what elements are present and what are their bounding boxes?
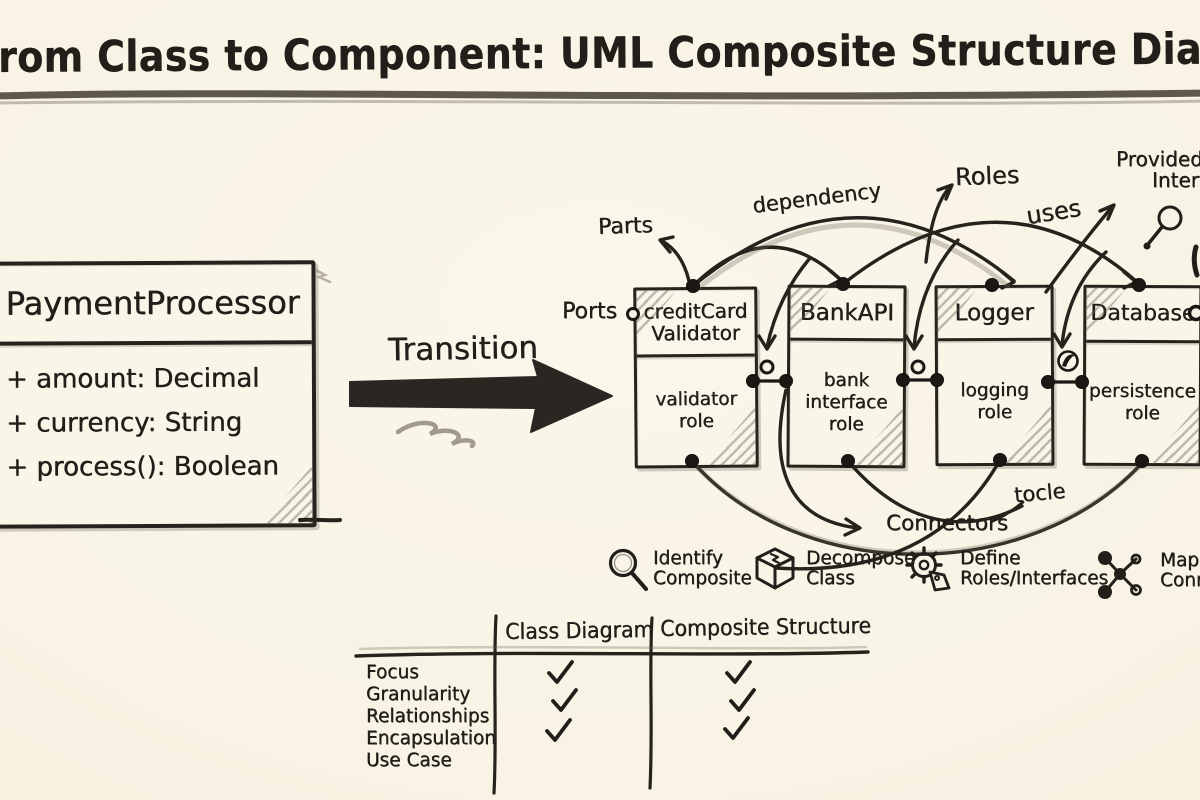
title-underline [0,93,1200,103]
arrowhead [906,336,922,349]
dependency-arc [693,218,1014,286]
transition-label: Transition [387,329,539,369]
arrowhead [759,336,775,349]
lollipop-circle [761,361,773,373]
component-role: validator role [655,388,738,433]
arrowhead [938,185,952,199]
lollipop-circle [912,361,924,373]
bottom-connectors [692,390,1142,569]
check-class-granularity [553,690,576,710]
pencil-scribbles [300,270,473,520]
table-row-relationships: Relationships [366,706,490,727]
connector-arc-1-4 [692,461,1142,554]
class-member: + currency: String [6,407,243,439]
check-class-focus [549,662,572,682]
check-composite-focus [727,662,750,682]
check-composite-encapsulation [725,718,748,738]
class-box-payment-processor: PaymentProcessor + amount: Decimal + cur… [0,260,317,529]
table-row-use-case: Use Case [366,750,452,771]
step-line1: Define [960,548,1021,569]
check-composite-granularity [731,690,754,710]
step-line2: Roles/Interfaces [960,567,1109,589]
parts-label: Parts [597,213,654,240]
component-database: Database persistence role [1082,284,1200,467]
tocle-label: tocle [1013,478,1067,508]
cube-icon [750,545,800,599]
network-icon [1096,547,1148,601]
step-line2: Class [806,567,855,589]
arrowhead [829,270,841,286]
provided-label-line2: Interf [1152,168,1200,192]
roles-label: Roles [954,160,1020,192]
arrowhead [660,237,673,252]
lollipop-magnifier-icon [1143,207,1198,275]
uses-label: uses [1024,193,1083,231]
check-marks [547,662,754,740]
step-define-roles-interfaces: Define Roles/Interfaces [960,549,1108,588]
component-logger: Logger logging role [934,284,1055,467]
leaf-circle-symbol [1059,352,1078,371]
dependency-label: dependency [751,178,883,218]
step-line1: Map [1160,550,1200,571]
table-header-class-diagram: Class Diagram [505,617,654,645]
arc-box2-box4 [843,222,1136,284]
table-hline [356,652,868,656]
provided-label-line1: Provided/R [1116,147,1200,171]
step-identify-composite: Identify Composite [653,549,752,588]
component-role: bank interface role [805,369,888,436]
component-creditcard-validator: creditCard Validator validator role [633,286,759,469]
page-title: From Class to Component: UML Composite S… [0,23,1200,83]
table-row-granularity: Granularity [366,684,471,705]
class-name: PaymentProcessor [0,264,312,346]
table-vline-2 [650,618,652,788]
arrowhead [1100,205,1114,219]
magnifier-icon [604,546,654,600]
step-decompose-class: Decompose Class [806,549,915,588]
arrowhead [845,519,860,535]
component-bankapi: BankAPI bank interface role [786,284,907,469]
step-line2: Connect [1160,569,1200,591]
step-line1: Decompose [806,548,916,569]
table-vline-1 [494,616,496,793]
connectors-label: Connectors [886,511,1009,536]
component-title: Logger [937,287,1051,342]
step-line1: Identify [653,548,723,569]
table-row-encapsulation: Encapsulation [366,728,496,749]
table-header-composite-structure: Composite Structure [660,613,872,642]
class-member: + amount: Decimal [5,363,260,395]
component-title: BankAPI [790,287,904,342]
step-map-connectors: Map Connect [1160,551,1200,590]
component-role: persistence role [1088,380,1197,425]
arc-box1-box2 [693,247,840,286]
component-role: logging role [960,379,1029,424]
component-title: creditCard Validator [636,289,755,358]
arrowhead [1054,334,1070,347]
parts-arrow [662,241,689,281]
component-title: Database [1086,287,1200,344]
transition-arrow [350,360,612,432]
provided-required-interfaces-label: Provided/R Interf [1116,149,1200,191]
class-member: + process(): Boolean [6,451,279,483]
gear-tag-icon [904,544,956,600]
step-line2: Composite [653,567,752,589]
check-class-encapsulation [547,720,570,740]
class-members: + amount: Decimal + currency: String + p… [0,344,312,489]
edge-cut-glyph [1194,247,1197,275]
table-row-focus: Focus [366,662,419,683]
roles-arrow [926,187,950,262]
ports-label: Ports [562,299,618,324]
